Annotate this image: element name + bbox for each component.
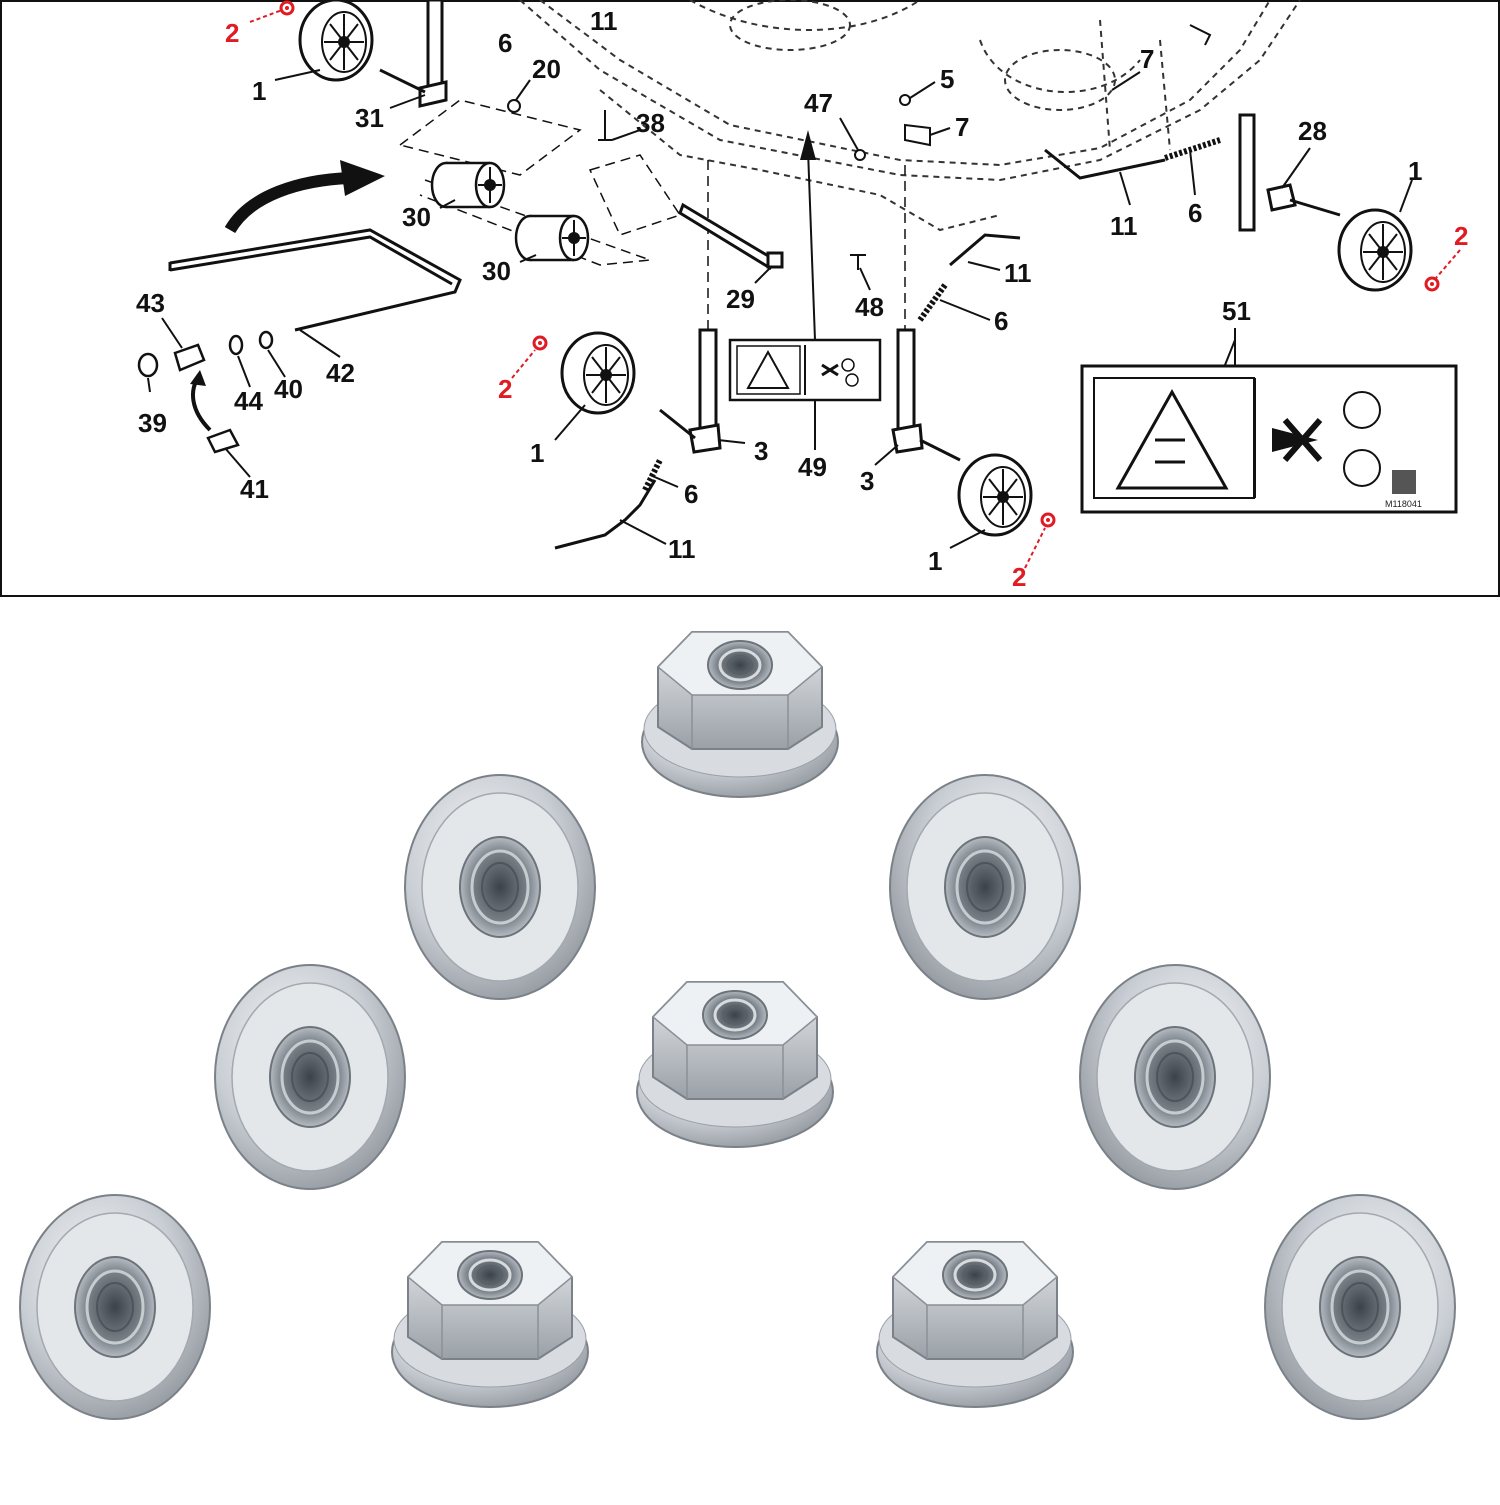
mower-deck-outline [519,0,1301,232]
curved-arrow [224,160,385,234]
flange-nut-7 [18,1193,212,1421]
flange-nut-8 [390,1240,590,1409]
flange-nut-highlight-d [1424,276,1440,292]
fasteners [507,24,1212,270]
flange-nut-photo [0,597,1500,1500]
callout-31: 31 [355,103,384,133]
wheel-arm-3b [891,328,961,462]
wheel-arm-3a [659,328,722,454]
flange-nut-1 [640,630,840,799]
callout-6: 6 [994,306,1008,336]
flange-nut-highlight-a [279,0,295,16]
flange-nut-2 [403,773,597,1001]
flange-nut-4 [213,963,407,1191]
diagram-frame [0,0,1500,597]
callout-2: 2 [1012,562,1026,592]
callout-5: 5 [940,64,954,94]
wheel-1c [957,453,1033,537]
callout-30: 30 [402,202,431,232]
red-leader-lines [249,9,1461,569]
flange-nut-9 [875,1240,1075,1409]
flange-nut-highlight-c [1040,512,1056,528]
callout-44: 44 [234,386,263,416]
callout-6: 6 [684,479,698,509]
callout-3: 3 [860,466,874,496]
callout-29: 29 [726,284,755,314]
flange-nut-set [18,630,1457,1421]
callout-11: 11 [1004,258,1032,288]
pointer-arrow [800,130,816,160]
decal-51: M118041 [1080,364,1458,514]
callout-2: 2 [498,374,512,404]
callout-39: 39 [138,408,167,438]
parts-diagram: M118041 [0,0,1500,597]
callout-2: 2 [225,18,239,48]
callout-11: 11 [1110,211,1138,241]
decal-code: M118041 [1385,499,1422,509]
callout-1: 1 [252,76,266,106]
callout-1: 1 [928,546,942,576]
roller-30b [514,214,590,262]
callout-47: 47 [804,88,833,118]
callout-28: 28 [1298,116,1327,146]
callout-3: 3 [754,436,768,466]
parts-diagram-drawing: M118041 [0,0,1500,597]
callout-7: 7 [955,112,969,142]
springs-and-rods [554,137,1221,550]
leader-lines [147,69,1413,549]
wheel-arm-31 [379,0,448,108]
flange-nut-6 [1078,963,1272,1191]
wheel-1b [560,331,636,415]
anti-scalp-rod [168,228,462,332]
callout-30: 30 [482,256,511,286]
callout-41: 41 [240,474,269,504]
roller-30a [430,161,506,209]
wheel-1d [1337,208,1413,292]
callout-20: 20 [532,54,561,84]
callout-6: 6 [498,28,512,58]
callout-51: 51 [1222,296,1251,326]
callout-1: 1 [530,438,544,468]
callout-49: 49 [798,452,827,482]
callout-7: 7 [1140,44,1154,74]
callout-6: 6 [1188,198,1202,228]
callout-numbers: 1 2 31 6 11 20 38 30 30 29 43 39 44 40 4… [136,6,1468,592]
flange-nut-3 [888,773,1082,1001]
wheel-1a [298,0,374,82]
axle-29 [678,202,784,271]
wheel-arm-28 [1238,113,1341,232]
callout-48: 48 [855,292,884,322]
flange-nut-highlight-b [532,335,548,351]
callout-43: 43 [136,288,165,318]
callout-2: 2 [1454,221,1468,251]
decal-49 [728,338,882,402]
small-arrow [190,370,212,432]
callout-1: 1 [1408,156,1422,186]
callout-40: 40 [274,374,303,404]
callout-38: 38 [636,108,665,138]
callout-42: 42 [326,358,355,388]
callout-11: 11 [668,534,696,564]
flange-nut-10 [1263,1193,1457,1421]
rod-hardware [137,330,274,454]
callout-11: 11 [590,6,618,36]
flange-nut-5 [635,980,835,1149]
